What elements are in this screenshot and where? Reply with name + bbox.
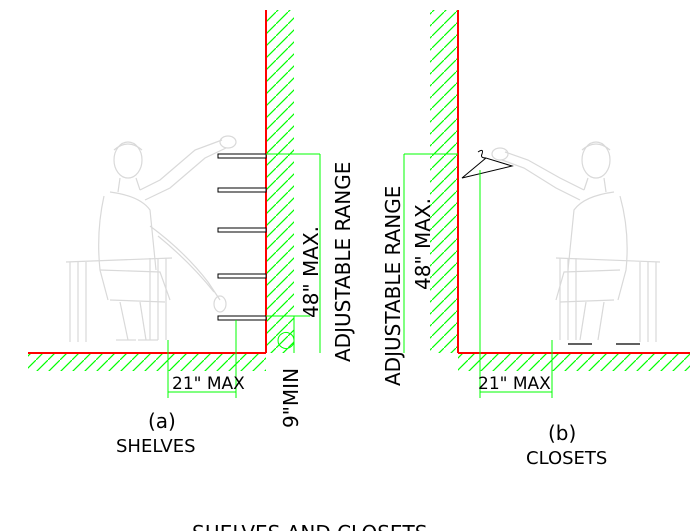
shelf bbox=[217, 227, 267, 233]
left-wall bbox=[265, 10, 294, 353]
left-dimension-lines bbox=[167, 153, 321, 398]
left-max-height-label: 48" MAX. bbox=[299, 226, 323, 318]
left-caption-letter: (a) bbox=[148, 409, 176, 433]
right-wall bbox=[430, 10, 459, 353]
shelf bbox=[217, 187, 267, 193]
right-caption-letter: (b) bbox=[548, 421, 576, 445]
right-caption: CLOSETS bbox=[526, 448, 607, 469]
left-wheelchair-figure bbox=[65, 135, 237, 342]
left-min-height-label: 9"MIN bbox=[279, 368, 303, 428]
shelf bbox=[217, 153, 267, 159]
shelves bbox=[217, 153, 267, 321]
left-caption: SHELVES bbox=[116, 436, 196, 457]
left-floor bbox=[28, 352, 266, 371]
shelf bbox=[217, 315, 267, 321]
diagram-title: SHELVES AND CLOSETS bbox=[192, 521, 427, 531]
closet-hanger bbox=[461, 149, 514, 179]
right-wheelchair-figure bbox=[491, 141, 661, 345]
right-adjustable-range-label: ADJUSTABLE RANGE bbox=[381, 186, 405, 386]
right-floor bbox=[458, 352, 690, 371]
left-reach-label: 21" MAX bbox=[172, 374, 245, 394]
right-reach-label: 21" MAX bbox=[478, 374, 551, 394]
right-max-height-label: 48" MAX. bbox=[411, 198, 435, 290]
shelf bbox=[217, 273, 267, 279]
left-adjustable-range-label: ADJUSTABLE RANGE bbox=[331, 162, 355, 362]
right-dimension-lines bbox=[403, 153, 553, 398]
